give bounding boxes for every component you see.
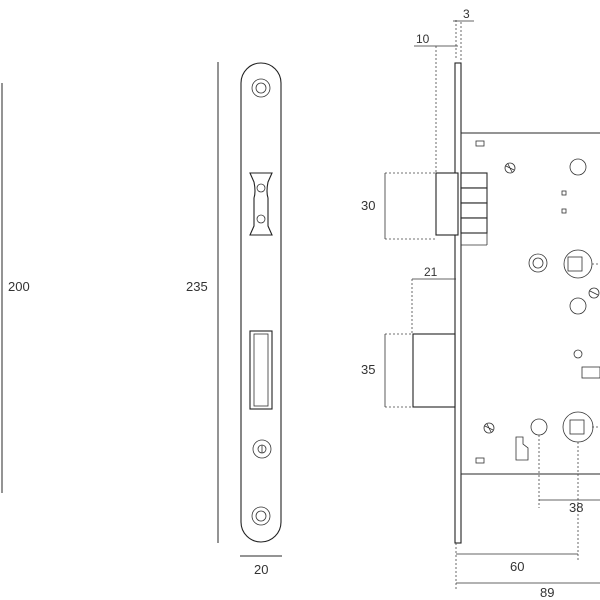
body-height-dimension: 200 bbox=[1, 83, 30, 493]
latch-projection-label: 10 bbox=[416, 32, 430, 46]
bolt-projection-label: 21 bbox=[424, 265, 438, 279]
top-screw-hole-icon bbox=[251, 78, 271, 98]
rivet-icon-3 bbox=[588, 287, 600, 299]
faceplate-side-view bbox=[454, 62, 462, 544]
latch-opening bbox=[249, 172, 273, 236]
body-depth-label: 89 bbox=[540, 585, 554, 600]
bolt-height-dimension: 35 bbox=[361, 333, 413, 408]
backset-label: 60 bbox=[510, 559, 524, 574]
rivet-icon-2 bbox=[483, 422, 495, 434]
bottom-screw-hole-icon bbox=[251, 506, 271, 526]
faceplate-height-dimension: 235 bbox=[186, 62, 219, 543]
faceplate-thickness-label: 3 bbox=[463, 7, 470, 21]
latch-height-label: 30 bbox=[361, 198, 375, 213]
faceplate-width-dimension: 20 bbox=[240, 555, 282, 577]
cylinder-hub bbox=[562, 411, 594, 443]
rivet-icon bbox=[504, 162, 516, 174]
top-dimensions: 3 10 bbox=[414, 7, 474, 172]
faceplate-outline bbox=[240, 62, 282, 543]
latch-height-dimension: 30 bbox=[361, 172, 436, 240]
bolt-height-label: 35 bbox=[361, 362, 375, 377]
spindle-to-cylinder-label: 38 bbox=[569, 500, 583, 515]
bolt-projection-dimension: 21 bbox=[411, 265, 456, 334]
latch-bolt bbox=[435, 172, 488, 246]
bottom-dimensions: 38 60 89 bbox=[455, 499, 600, 600]
faceplate-height-label: 235 bbox=[186, 279, 208, 294]
faceplate-width-label: 20 bbox=[254, 562, 268, 577]
faceplate-front-view bbox=[240, 62, 282, 543]
dead-bolt bbox=[412, 333, 456, 408]
body-height-label: 200 bbox=[8, 279, 30, 294]
bolt-opening bbox=[249, 330, 273, 410]
cylinder-screw-icon bbox=[252, 439, 272, 459]
